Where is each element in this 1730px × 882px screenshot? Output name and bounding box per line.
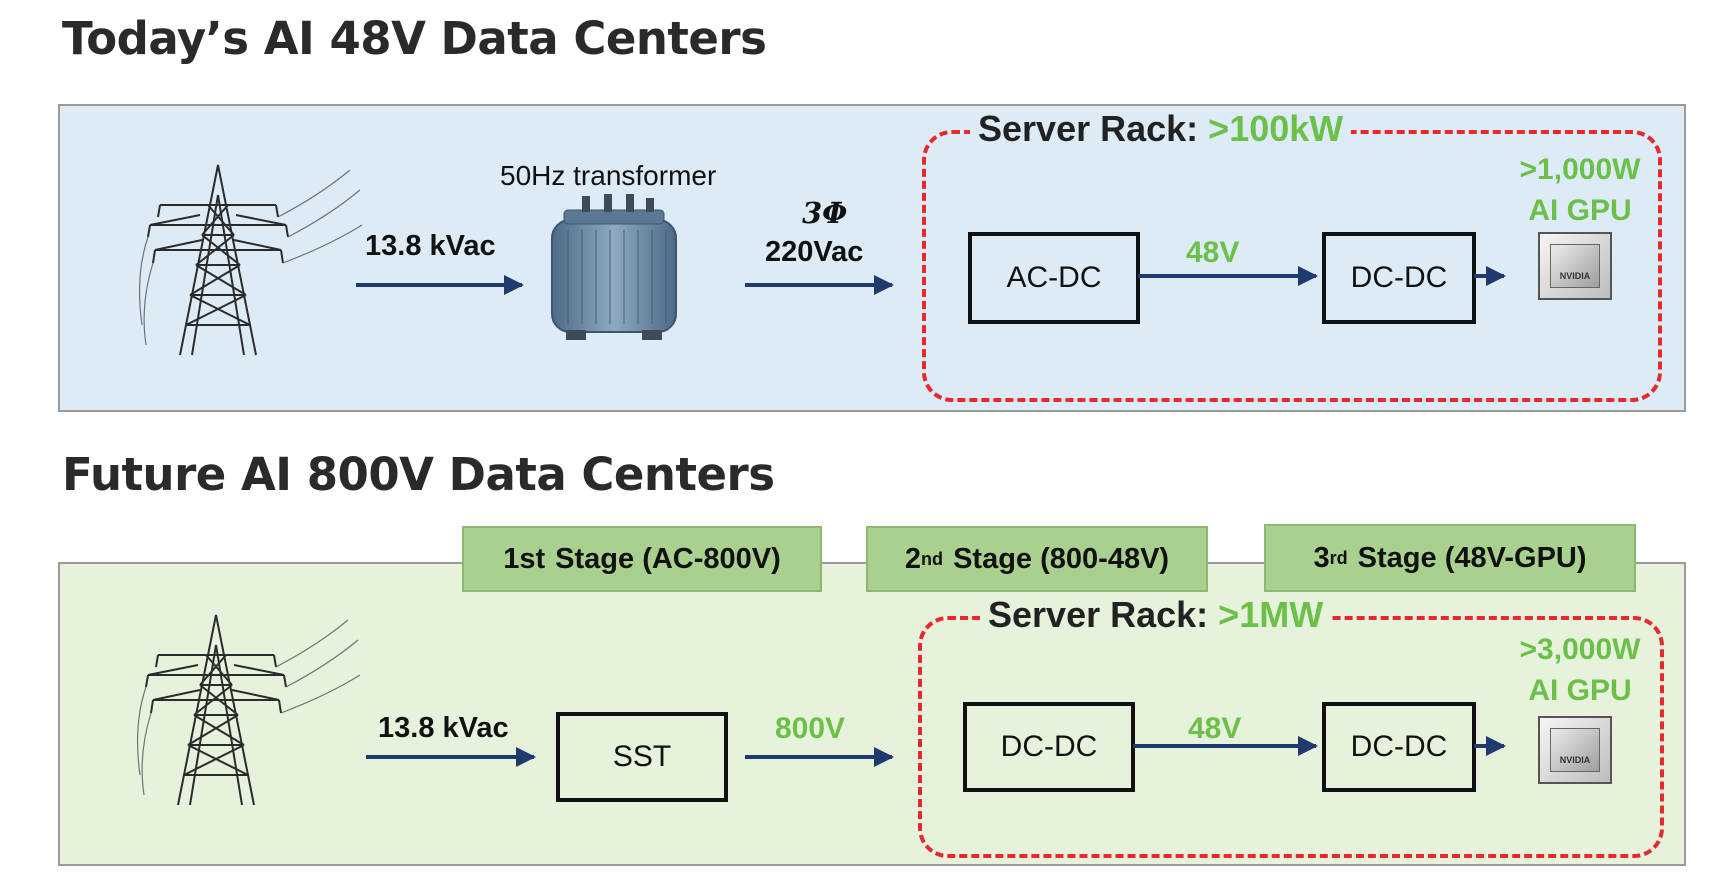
bottom-rack-label: Server Rack: <box>988 594 1209 635</box>
bottom-bus-voltage: 48V <box>1188 712 1242 745</box>
stage-3-sup: rd <box>1329 547 1348 568</box>
transformer-label: 50Hz transformer <box>500 160 717 191</box>
bottom-rack-power: >1MW <box>1218 594 1324 635</box>
stage-1-text: Stage (AC-800V) <box>555 542 781 575</box>
bottom-gpu-power: >3,000W <box>1519 633 1641 666</box>
bottom-dc-dc-box-2: DC-DC <box>1322 702 1476 792</box>
gpu-chip-icon: NVIDIA <box>1538 716 1612 784</box>
bottom-rack-title: Server Rack: >1MW <box>980 594 1332 636</box>
bottom-gpu-label: AI GPU <box>1528 673 1632 707</box>
top-gpu-spec: >1,000W AI GPU <box>1505 150 1655 231</box>
top-dc-dc-box: DC-DC <box>1322 232 1476 324</box>
top-bus-voltage: 48V <box>1186 236 1240 269</box>
stage-2-text: Stage (800-48V) <box>953 542 1170 575</box>
stage-3-prefix: 3 <box>1313 541 1330 574</box>
bottom-input-voltage: 13.8 kVac <box>378 712 509 744</box>
top-rack-label: Server Rack: <box>978 108 1199 149</box>
bottom-section-title: Future AI 800V Data Centers <box>62 448 775 501</box>
top-gpu-power: >1,000W <box>1519 153 1641 186</box>
stage-1-label: 1st Stage (AC-800V) <box>462 526 822 592</box>
stage-3-text: Stage (48V-GPU) <box>1357 541 1587 574</box>
sst-box: SST <box>556 712 728 802</box>
gpu-chip-icon: NVIDIA <box>1538 232 1612 300</box>
top-rack-power: >100kW <box>1208 108 1344 149</box>
bottom-gpu-spec: >3,000W AI GPU <box>1505 630 1655 711</box>
bottom-dc-dc-box-1: DC-DC <box>963 702 1135 792</box>
top-ac-dc-box: AC-DC <box>968 232 1140 324</box>
phase-label: 3Φ <box>802 196 848 230</box>
top-input-voltage: 13.8 kVac <box>365 230 496 262</box>
top-gpu-label: AI GPU <box>1528 193 1632 227</box>
bottom-dc-voltage: 800V <box>775 712 846 745</box>
stage-2-prefix: 2 <box>904 542 922 575</box>
top-output-voltage: 220Vac <box>765 236 864 268</box>
stage-2-sup: nd <box>921 548 944 569</box>
stage-1-prefix: 1st <box>503 542 546 575</box>
top-rack-title: Server Rack: >100kW <box>970 108 1352 150</box>
bottom-diagram-panel: 13.8 kVac SST 800V Server Rack: >1MW DC-… <box>58 562 1686 866</box>
top-diagram-panel: 50Hz transformer 13.8 kVac 3Φ 220Vac Ser… <box>58 104 1686 412</box>
top-section-title: Today’s AI 48V Data Centers <box>62 12 767 65</box>
